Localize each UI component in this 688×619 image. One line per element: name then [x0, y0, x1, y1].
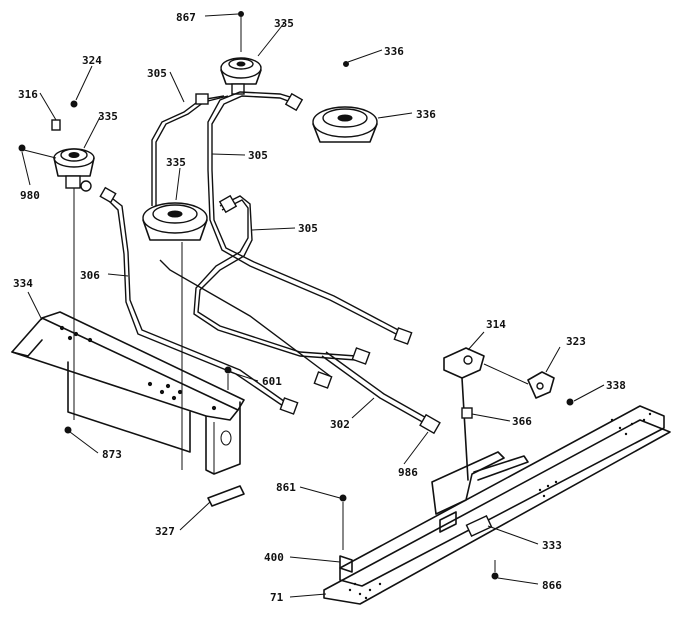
callout-336-top: 336 [384, 45, 404, 58]
callout-324: 324 [82, 54, 102, 67]
callout-305-top: 305 [147, 67, 167, 80]
callout-305-lower: 305 [298, 222, 318, 235]
bottom-rail [64, 366, 671, 605]
callout-labels: 867 335 336 305 324 316 335 336 335 305 … [13, 11, 626, 604]
callout-867: 867 [176, 11, 196, 24]
callout-873: 873 [102, 448, 122, 461]
callout-980: 980 [20, 189, 40, 202]
callout-336-right: 336 [416, 108, 436, 121]
valve-assembly [443, 347, 574, 481]
callout-323: 323 [566, 335, 586, 348]
callout-366: 366 [512, 415, 532, 428]
burner-rear-right [312, 61, 378, 143]
callout-305-mid: 305 [248, 149, 268, 162]
burner-front-center [142, 202, 208, 470]
callout-314: 314 [486, 318, 506, 331]
callout-601: 601 [262, 375, 282, 388]
callout-334: 334 [13, 277, 33, 290]
callout-302: 302 [330, 418, 350, 431]
callout-335-center: 335 [166, 156, 186, 169]
callout-986: 986 [398, 466, 418, 479]
burner-rear-left [18, 100, 95, 420]
callout-866: 866 [542, 579, 562, 592]
callout-335-left: 335 [98, 110, 118, 123]
manifold-panel [11, 311, 245, 475]
callout-306: 306 [80, 269, 100, 282]
burner-rear-center [220, 11, 262, 95]
gas-tubes [99, 91, 441, 435]
callout-333: 333 [542, 539, 562, 552]
callout-338: 338 [606, 379, 626, 392]
leader-lines [21, 13, 605, 598]
callout-335-top: 335 [274, 17, 294, 30]
callout-400: 400 [264, 551, 284, 564]
callout-316: 316 [18, 88, 38, 101]
callout-861: 861 [276, 481, 296, 494]
callout-71: 71 [270, 591, 284, 604]
callout-327: 327 [155, 525, 175, 538]
